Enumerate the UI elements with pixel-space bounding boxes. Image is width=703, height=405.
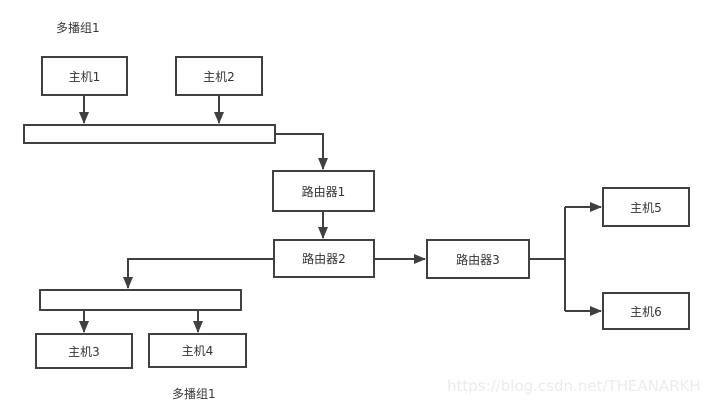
- node-router2: 路由器2: [273, 239, 375, 278]
- node-host6: 主机6: [602, 292, 690, 330]
- edge-router2-to-lan2: [123, 258, 273, 289]
- node-host2: 主机2: [175, 56, 263, 96]
- node-router3: 路由器3: [426, 239, 530, 279]
- node-host1-label: 主机1: [68, 69, 101, 84]
- edge-lan1-to-router1: [276, 133, 328, 170]
- multicast-group-label-bottom: 多播组1: [172, 387, 216, 401]
- lan-segment-2: [39, 289, 242, 311]
- node-host3-label: 主机3: [68, 344, 100, 359]
- node-host5: 主机5: [602, 187, 690, 227]
- node-router1: 路由器1: [272, 170, 375, 212]
- watermark-text: https://blog.csdn.net/THEANARKH: [447, 377, 701, 395]
- node-host1: 主机1: [41, 56, 128, 96]
- multicast-group-label-top: 多播组1: [56, 21, 100, 35]
- node-router2-label: 路由器2: [302, 252, 346, 266]
- node-host5-label: 主机5: [630, 200, 662, 215]
- node-host6-label: 主机6: [630, 304, 662, 319]
- node-router3-label: 路由器3: [456, 252, 500, 267]
- node-host2-label: 主机2: [203, 69, 235, 84]
- node-host4: 主机4: [148, 333, 247, 368]
- node-host3: 主机3: [35, 333, 133, 369]
- lan-segment-1: [23, 124, 276, 144]
- node-router1-label: 路由器1: [301, 184, 346, 199]
- node-host4-label: 主机4: [181, 344, 214, 358]
